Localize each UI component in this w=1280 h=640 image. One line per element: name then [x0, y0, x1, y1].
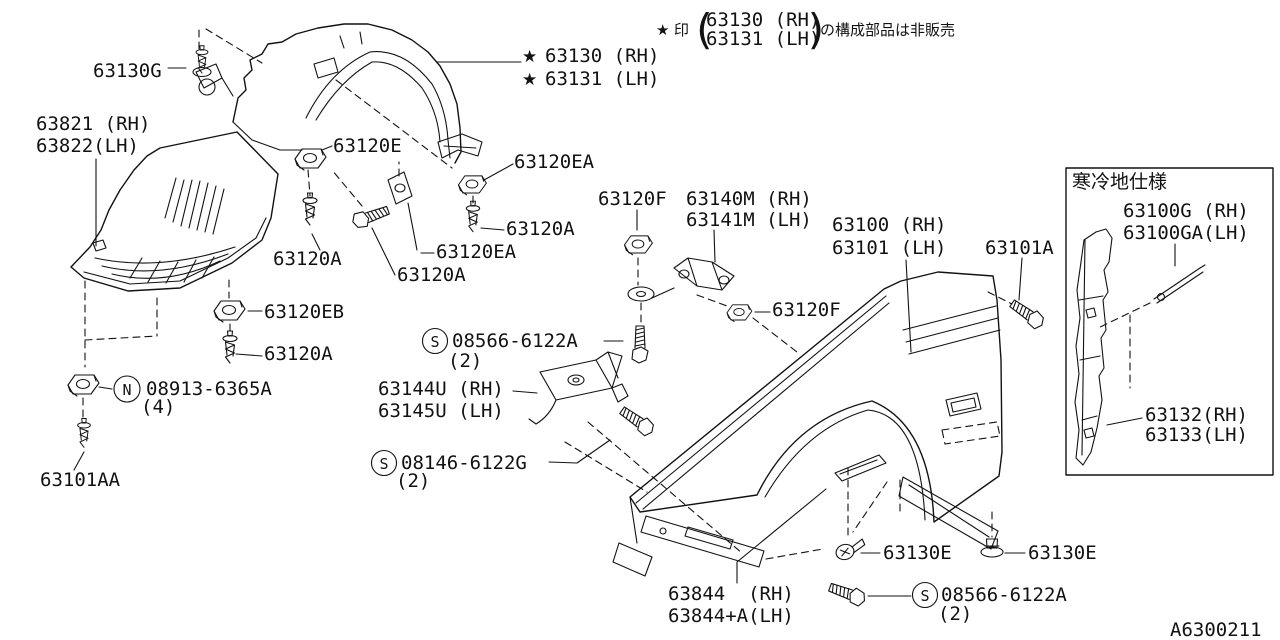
callout-63130-rh: 63130 (RH)	[545, 45, 659, 67]
callout-63140M: 63140M (RH)	[686, 188, 812, 210]
grommet-63130E-right	[980, 538, 1004, 558]
callout-63844: 63844 (RH)	[668, 583, 794, 605]
callout-63101AA: 63101AA	[40, 469, 121, 491]
wheelhouse-liner-drawing	[195, 23, 483, 164]
protector-drawing	[70, 131, 279, 292]
callout-n08913: N 08913-6365A (4)	[113, 375, 272, 418]
star-icon: ★	[522, 70, 537, 90]
nut-08913	[67, 374, 100, 397]
callout-s08566-bottom: S 08566-6122A (2)	[911, 581, 1067, 625]
hardware-icons	[67, 45, 1048, 608]
callout-s08566-top: S 08566-6122A (2)	[421, 327, 578, 372]
cold-stud-pin	[1153, 264, 1206, 304]
callout-63120F-mid: 63120F	[772, 299, 841, 321]
note-group-bottom: 63131 (LH)	[706, 28, 820, 50]
callout-08566b-number: 08566-6122A	[941, 584, 1067, 606]
clip-63120E	[294, 148, 327, 171]
clip-63120F-top	[624, 235, 653, 256]
callout-63130E-right: 63130E	[1028, 542, 1097, 564]
rivet-screw-63130G	[192, 45, 212, 78]
screw-63130E-left	[833, 538, 868, 563]
callout-63144U: 63144U (RH)	[378, 378, 504, 400]
callout-63844A: 63844+A(LH)	[668, 605, 794, 627]
bolt-63120A	[349, 202, 392, 231]
bolt-08146	[616, 403, 658, 439]
not-for-sale-note: ★ 印 ( 63130 (RH) 63131 (LH) ) の構成部品は非販売	[656, 5, 955, 54]
screw-63120A-bottom	[222, 330, 238, 364]
callout-63141M: 63141M (LH)	[686, 209, 812, 231]
callout-63101: 63101 (LH)	[832, 237, 946, 259]
bracket-63144U	[528, 351, 629, 425]
clip-63120EA	[458, 175, 487, 196]
callout-63120A-bolt: 63120A	[397, 264, 466, 286]
note-star-prefix: ★	[656, 21, 669, 39]
callout-08146-number: 08146-6122G	[401, 452, 527, 474]
callout-63120EB: 63120EB	[264, 301, 344, 323]
callout-63100G: 63100G (RH)	[1123, 200, 1249, 222]
circled-n-icon: N	[122, 381, 131, 399]
callout-63821-rh: 63821 (RH)	[36, 113, 150, 135]
bolt-08566-top	[631, 325, 649, 364]
callout-63120A-bottom: 63120A	[264, 343, 333, 365]
callout-08566-qty: (2)	[448, 350, 482, 372]
callout-63133: 63133(LH)	[1145, 424, 1248, 446]
note-paren-open: (	[691, 5, 716, 54]
callout-63120EA-mid: 63120EA	[436, 241, 517, 263]
callout-08913-number: 08913-6365A	[146, 378, 272, 400]
callout-63100GA: 63100GA(LH)	[1123, 222, 1249, 244]
callout-63120F-top: 63120F	[598, 188, 667, 210]
fender-drawing	[612, 271, 1003, 577]
bracket-63140M	[673, 257, 735, 291]
bolt-08566-bottom	[826, 579, 869, 608]
clip-63120F-mid	[726, 304, 753, 323]
callout-63145U: 63145U (LH)	[378, 400, 504, 422]
washer-plate	[627, 286, 675, 302]
note-group-top: 63130 (RH)	[706, 9, 820, 31]
screw-63101AA	[77, 418, 91, 448]
note-prefix: 印	[674, 21, 689, 39]
cold-climate-box	[1065, 167, 1274, 476]
callout-s08146: S 08146-6122G (2)	[370, 449, 527, 492]
star-icon: ★	[522, 47, 537, 67]
callout-63120E: 63120E	[333, 135, 402, 157]
circled-s-icon: S	[920, 587, 929, 605]
bolt-63101A	[1006, 296, 1048, 332]
screw-63120A-center	[465, 200, 481, 233]
leader-lines	[73, 28, 1026, 597]
callout-63130E-left: 63130E	[883, 542, 952, 564]
callout-63131-lh: 63131 (LH)	[545, 68, 659, 90]
callout-63822-lh: 63822(LH)	[36, 135, 139, 157]
callout-08146-qty: (2)	[396, 470, 430, 492]
callout-63101A: 63101A	[985, 237, 1054, 259]
circled-s-icon: S	[430, 333, 439, 351]
diagram-id: A6300211	[1170, 619, 1262, 640]
screw-63120A-left	[302, 192, 318, 226]
callout-08566-number: 08566-6122A	[452, 330, 578, 352]
cold-box-title: 寒冷地仕様	[1072, 171, 1167, 193]
callout-63100: 63100 (RH)	[832, 214, 946, 236]
callout-63120EA-top: 63120EA	[514, 151, 595, 173]
circled-s-icon: S	[379, 455, 388, 473]
callout-63120A-center: 63120A	[506, 218, 575, 240]
callout-63120A-left: 63120A	[273, 248, 342, 270]
callout-63132: 63132(RH)	[1145, 404, 1248, 426]
callout-08566b-qty: (2)	[938, 603, 972, 625]
note-paren-close: )	[804, 5, 829, 54]
callout-08913-qty: (4)	[141, 396, 175, 418]
note-suffix: の構成部品は非販売	[820, 21, 955, 39]
plate-63120EA	[387, 171, 413, 205]
clip-63120EB	[213, 300, 246, 323]
callout-63130G: 63130G	[93, 60, 162, 82]
